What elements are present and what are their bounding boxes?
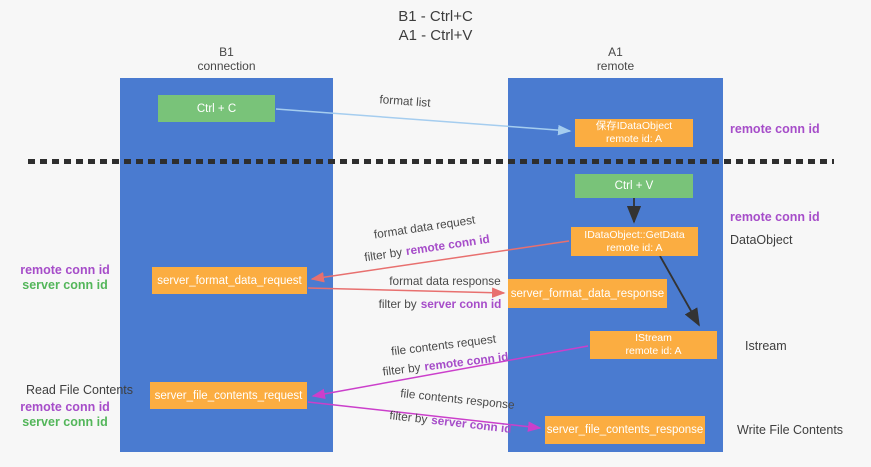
istream-line1: IStream [635, 332, 672, 344]
right-label-write-file-contents: Write File Contents [737, 423, 844, 437]
right-label-istream: Istream [745, 339, 787, 353]
istream-line2: remote id: A [625, 345, 682, 357]
title-line-1: B1 - Ctrl+C [398, 8, 473, 25]
getdata-line1: IDataObject::GetData [584, 228, 685, 241]
lane-header-a1: A1 remote [508, 45, 723, 73]
save-idataobject-line2: remote id: A [605, 133, 663, 145]
node-save-idataobject: 保存IDataObject remote id: A [575, 119, 693, 147]
node-idataobject-getdata: IDataObject::GetData remote id: A [571, 227, 698, 256]
filter-by-text: filter by [378, 297, 417, 311]
server-file-contents-request-label: server_file_contents_request [154, 389, 303, 402]
save-idataobject-line1: 保存IDataObject [595, 120, 673, 132]
dashed-separator-line [28, 159, 834, 164]
right-label-remote-conn-id-mid: remote conn id [730, 210, 820, 224]
remote-conn-id-label: remote conn id [20, 400, 110, 414]
server-conn-id-label: server conn id [22, 278, 108, 292]
right-label-dataobject: DataObject [730, 233, 793, 247]
lane-header-b1: B1 connection [120, 45, 333, 73]
filter-by-text: filter by [363, 244, 404, 265]
ctrl-v-label: Ctrl + V [614, 180, 654, 192]
filter-by-text: filter by [388, 408, 429, 427]
right-label-remote-conn-id-top: remote conn id [730, 122, 820, 136]
node-ctrl-v: Ctrl + V [575, 174, 693, 198]
node-server-format-data-request: server_format_data_request [152, 267, 307, 294]
server-conn-id-text: server conn id [430, 412, 513, 436]
left-label-read-file-contents: Read File Contents [26, 383, 134, 397]
label-format-list: format list [378, 92, 431, 110]
node-istream: IStream remote id: A [590, 331, 717, 359]
getdata-line2: remote id: A [606, 241, 663, 254]
server-conn-id-label: server conn id [22, 415, 108, 429]
diagram-title: B1 - Ctrl+C A1 - Ctrl+V [0, 7, 871, 45]
filter-by-text: filter by [381, 360, 422, 379]
server-format-data-request-label: server_format_data_request [157, 274, 302, 287]
arrow-format-data-response [307, 287, 506, 298]
remote-conn-id-text: remote conn id [404, 231, 491, 259]
left-label-conn-ids-bottom: remote conn id server conn id [15, 400, 115, 430]
node-server-file-contents-response: server_file_contents_response [545, 416, 705, 444]
server-format-data-response-label: server_format_data_response [510, 287, 665, 300]
node-server-file-contents-request: server_file_contents_request [150, 382, 307, 409]
label-file-contents-response: file contents response [399, 386, 516, 412]
label-format-data-response: format data response [389, 274, 501, 288]
lane-a1-type: remote [596, 59, 635, 73]
node-ctrl-c: Ctrl + C [158, 95, 275, 122]
left-label-conn-ids-top: remote conn id server conn id [15, 263, 115, 293]
node-server-format-data-response: server_format_data_response [508, 279, 667, 308]
lane-b1-name: B1 [219, 45, 234, 59]
remote-conn-id-text: remote conn id [423, 349, 510, 374]
lane-a1-name: A1 [608, 45, 623, 59]
remote-conn-id-label: remote conn id [20, 263, 110, 277]
title-line-2: A1 - Ctrl+V [398, 27, 473, 44]
lane-b1-type: connection [197, 59, 256, 73]
ctrl-c-label: Ctrl + C [196, 102, 237, 115]
server-file-contents-response-label: server_file_contents_response [546, 424, 704, 436]
server-conn-id-text: server conn id [420, 297, 502, 311]
